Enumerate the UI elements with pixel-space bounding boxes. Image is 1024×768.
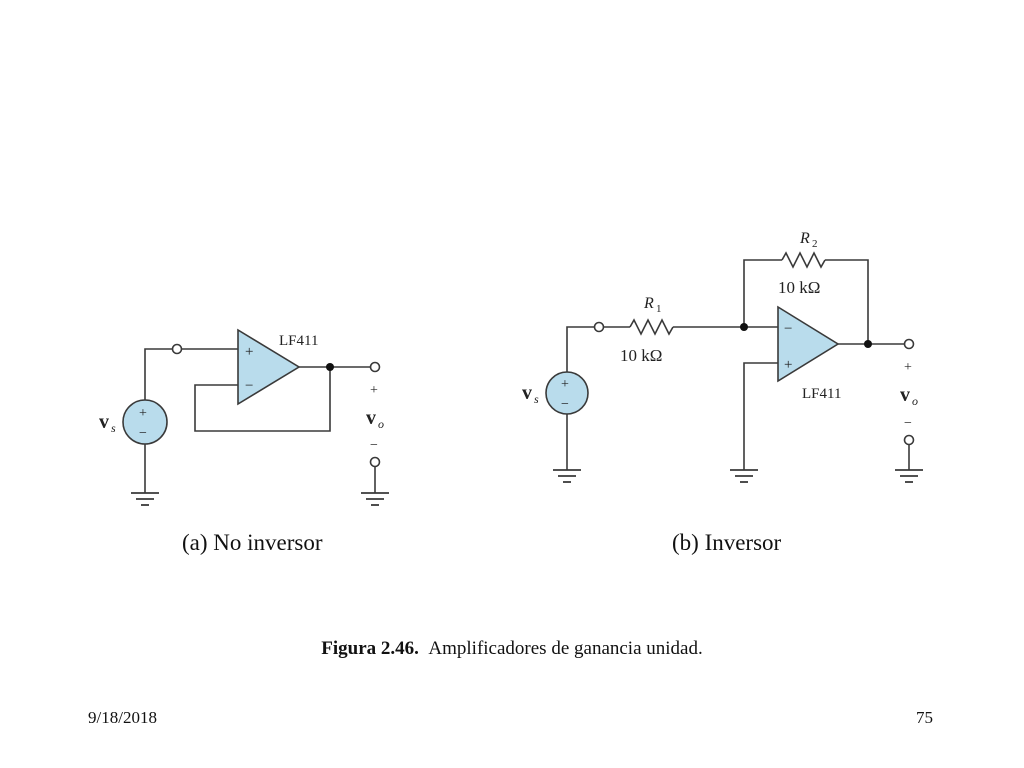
a-feedback-wire	[194, 367, 331, 432]
b-source-plus: +	[561, 377, 569, 392]
b-out-label: v	[900, 384, 910, 406]
circuit-a	[144, 343, 381, 493]
b-out-plus: +	[904, 360, 912, 375]
a-wire-source-top	[144, 348, 172, 400]
a-opamp-label: LF411	[279, 333, 318, 349]
b-minus-symbol: −	[784, 321, 792, 337]
a-voltage-source	[122, 399, 168, 445]
caption-text: Amplificadores de ganancia unidad.	[428, 638, 703, 659]
footer-page-number: 75	[916, 708, 933, 727]
a-source-minus: −	[139, 426, 147, 441]
b-ground-source	[553, 469, 581, 483]
b-opamp-label: LF411	[802, 386, 841, 402]
a-opamp	[237, 328, 301, 406]
footer-date: 9/18/2018	[88, 708, 157, 727]
a-out-label: v	[366, 407, 376, 429]
b-out-sub: o	[912, 394, 918, 408]
caption-label: Figura 2.46.	[321, 638, 419, 659]
a-out-plus: +	[370, 383, 378, 398]
b-plus-symbol: +	[784, 357, 792, 373]
b-feedback-left	[743, 259, 782, 327]
a-input-terminal	[171, 343, 183, 355]
b-ground-plus	[730, 469, 758, 483]
a-junction-dot	[326, 363, 334, 371]
subcaption-b: (b) Inversor	[672, 530, 782, 555]
b-r1-value: 10 kΩ	[620, 346, 662, 365]
a-plus-symbol: +	[245, 344, 253, 360]
b-junction-output	[864, 340, 872, 348]
b-junction-input	[740, 323, 748, 331]
b-feedback-right	[825, 259, 869, 344]
a-output-gnd-terminal	[369, 456, 381, 468]
b-wire-source-top	[566, 326, 594, 372]
a-ground-output	[361, 492, 389, 506]
a-minus-symbol: −	[245, 378, 253, 394]
b-r2-value: 10 kΩ	[778, 278, 820, 297]
a-source-label: v	[99, 411, 109, 433]
b-out-minus: −	[904, 416, 912, 431]
b-source-label: v	[522, 382, 532, 404]
b-r2-label: R	[799, 230, 810, 247]
a-ground-source	[131, 492, 159, 506]
circuit-b	[566, 251, 915, 470]
b-source-sub: s	[534, 392, 539, 406]
a-output-terminal	[369, 361, 381, 373]
b-resistor-r1	[629, 318, 674, 336]
b-resistor-r2	[781, 251, 826, 269]
a-out-minus: −	[370, 438, 378, 453]
subcaption-a: (a) No inversor	[182, 530, 323, 555]
b-input-terminal	[593, 321, 605, 333]
b-voltage-source	[545, 371, 589, 415]
b-output-gnd-terminal	[903, 434, 915, 446]
b-r1-sub: 1	[656, 303, 662, 315]
a-source-sub: s	[111, 421, 116, 435]
a-source-plus: +	[139, 406, 147, 421]
b-opamp	[777, 305, 840, 383]
b-r2-sub: 2	[812, 238, 818, 250]
a-out-sub: o	[378, 417, 384, 431]
figure-caption: Figura 2.46. Amplificadores de ganancia …	[0, 638, 1024, 660]
b-ground-output	[895, 469, 923, 483]
b-source-minus: −	[561, 397, 569, 412]
b-output-terminal	[903, 338, 915, 350]
b-plus-input-wire	[743, 362, 778, 470]
b-r1-label: R	[643, 295, 654, 312]
